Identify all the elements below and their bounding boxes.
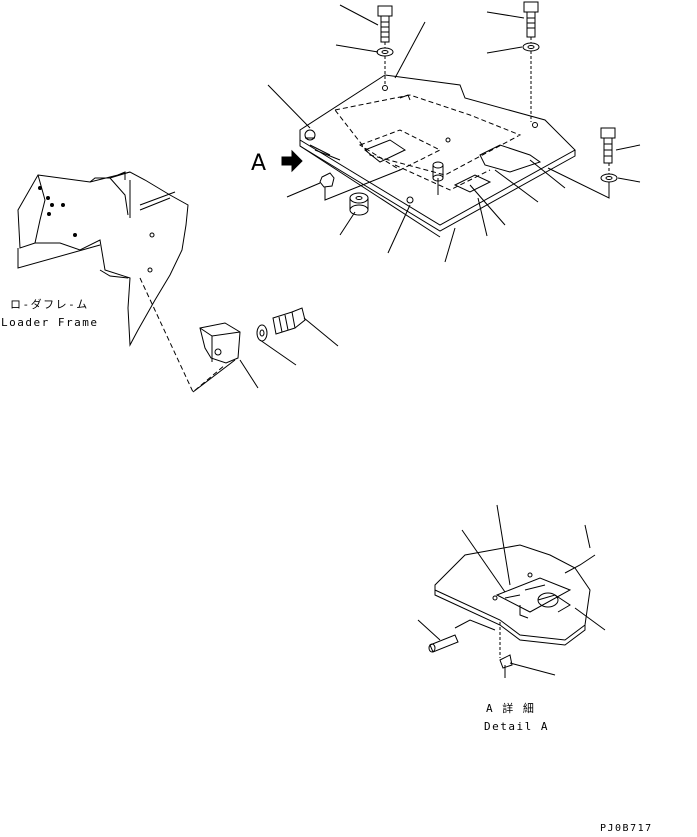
loader-frame-label-jp: ロ-ダフレ-ム — [10, 298, 89, 311]
detail-label-en: Detail A — [484, 720, 549, 733]
detail-label-jp: A 詳 細 — [486, 702, 536, 715]
spacer-icon — [349, 192, 369, 216]
spacer-icon — [432, 161, 444, 182]
bolt-icon — [523, 1, 539, 38]
bolt-icon — [600, 127, 616, 164]
bolt-icon — [428, 634, 459, 653]
detail-a-view — [434, 544, 596, 646]
washer-icon — [256, 324, 268, 342]
view-arrow-icon — [281, 149, 303, 173]
bolt-icon — [377, 5, 393, 43]
washer-icon — [600, 173, 618, 183]
loader-frame — [17, 171, 189, 347]
washer-icon — [376, 47, 394, 57]
washer-icon — [522, 42, 540, 52]
bolt-icon — [272, 307, 306, 335]
nut-icon — [319, 172, 335, 188]
drawing-code: PJ0B717 — [600, 823, 653, 834]
floor-plate — [299, 74, 576, 238]
pin-icon — [499, 654, 513, 678]
view-arrow-label: A — [251, 151, 267, 176]
bracket-icon — [199, 322, 241, 364]
loader-frame-label-en: Loader Frame — [1, 316, 99, 329]
